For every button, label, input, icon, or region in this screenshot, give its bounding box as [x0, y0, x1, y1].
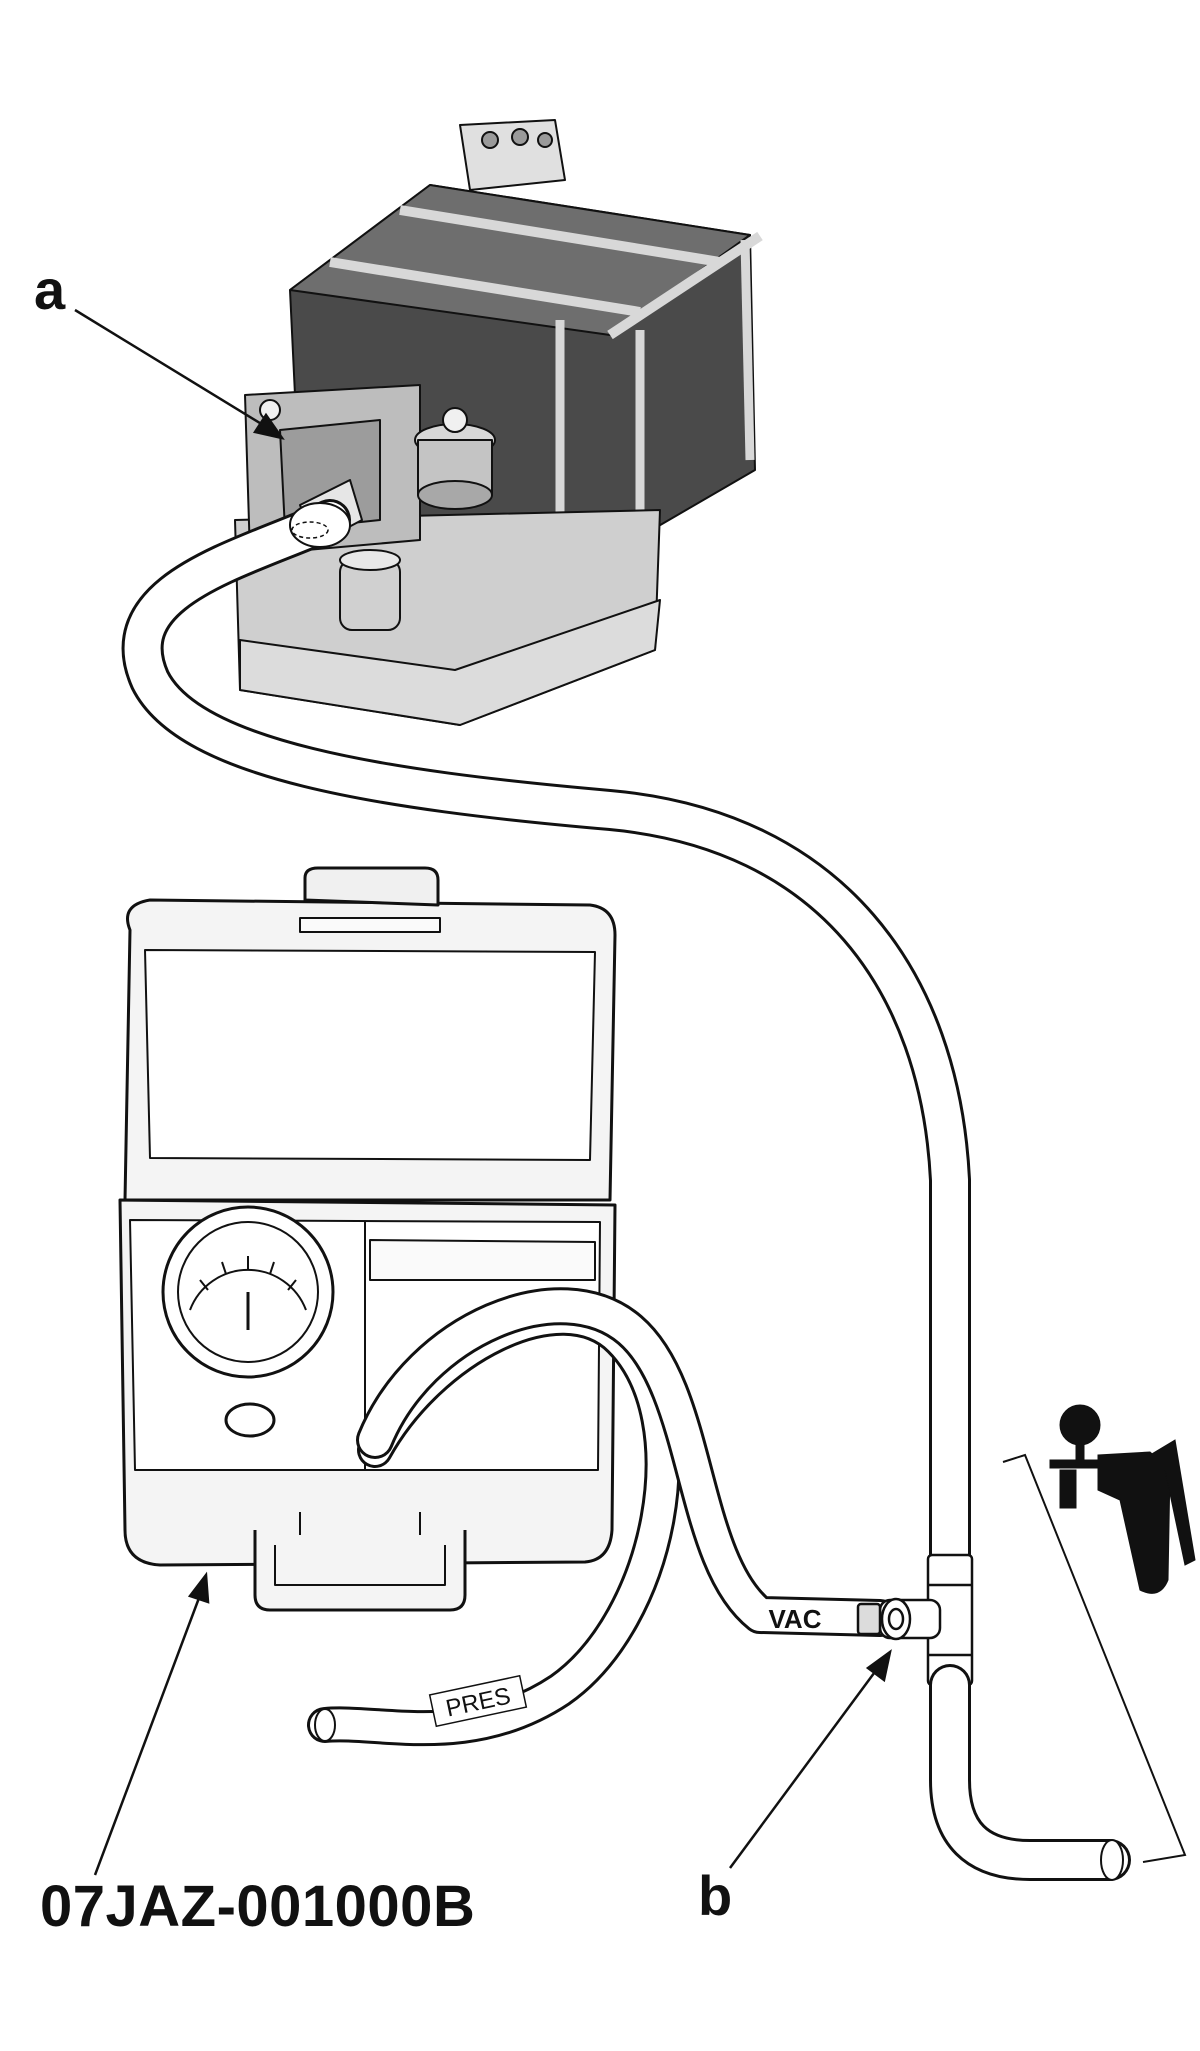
vac-label-tag: VAC — [769, 1604, 822, 1634]
callout-a: a — [34, 258, 66, 321]
pres-label-tag: PRES — [428, 1674, 528, 1728]
test-hose — [121, 499, 971, 1601]
pump-bracket — [1002, 1453, 1187, 1863]
callout-b: b — [698, 1864, 733, 1927]
lower-hose-end — [1100, 1839, 1124, 1881]
pres-hose-end — [314, 1708, 336, 1742]
vac-label: VAC — [769, 1604, 822, 1634]
t-fitting — [856, 1553, 974, 1687]
lower-hose — [929, 1664, 1131, 1881]
callout-leaders — [74, 308, 892, 1876]
evap-canister — [234, 119, 763, 726]
part-number-label: 07JAZ-001000B — [40, 1874, 476, 1939]
hose-cuff — [289, 502, 351, 548]
gauge-icon — [161, 1205, 335, 1379]
vacuum-pump-icon — [1049, 1404, 1196, 1594]
tester-hoses — [307, 1287, 899, 1747]
